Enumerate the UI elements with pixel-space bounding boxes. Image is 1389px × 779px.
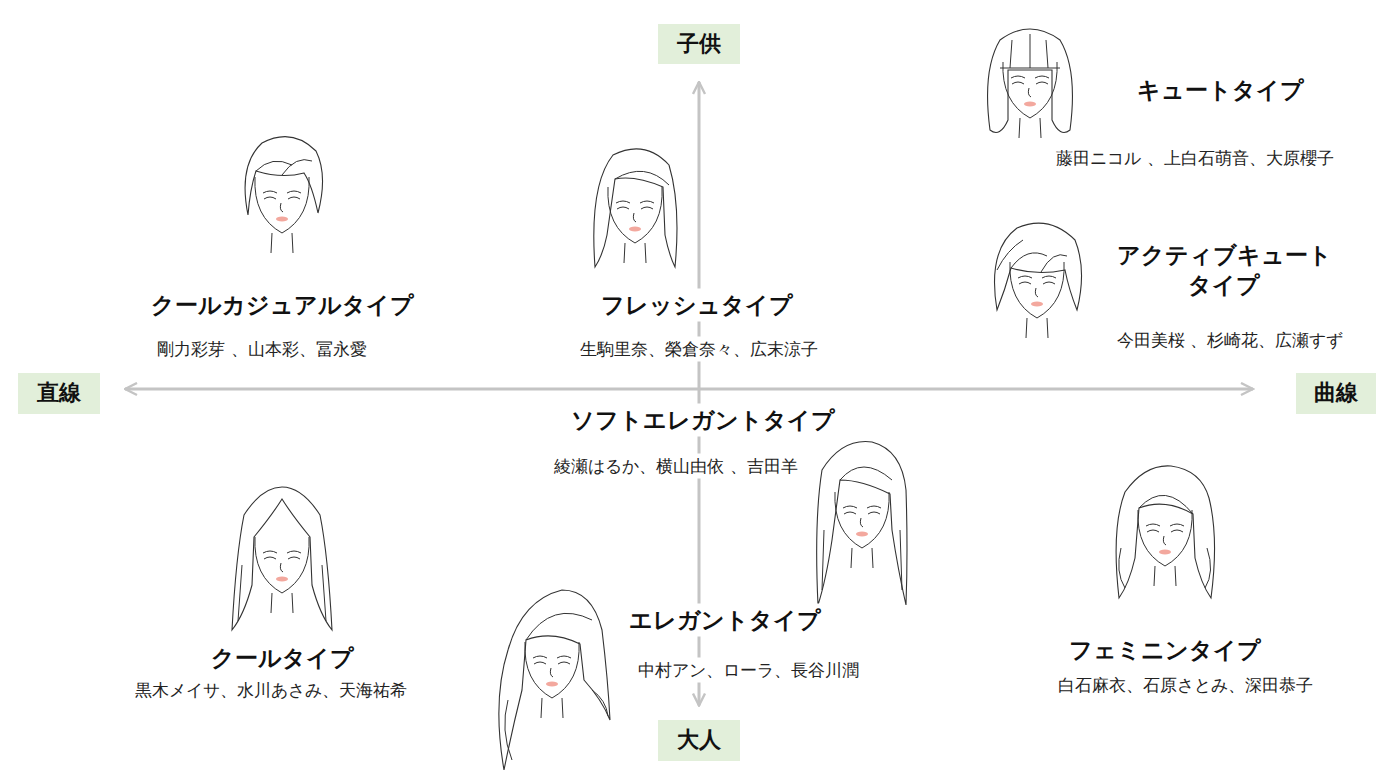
cool-face bbox=[232, 487, 332, 630]
axis-label-box: 直線 bbox=[18, 373, 100, 414]
member-names: 今田美桜 、杉崎花、広瀬すず bbox=[1114, 328, 1346, 353]
member-names: 中村アン、ローラ、長谷川潤 bbox=[635, 658, 862, 683]
type-title: クールタイプ bbox=[208, 642, 357, 675]
cool-casual-face bbox=[245, 137, 322, 253]
axis-label: 大人 bbox=[677, 725, 721, 755]
type-title: キュートタイプ bbox=[1134, 74, 1307, 107]
active-cute-face bbox=[995, 223, 1082, 338]
axis-label: 直線 bbox=[37, 378, 81, 408]
axis-label-box: 大人 bbox=[658, 720, 740, 761]
axis-label: 曲線 bbox=[1314, 378, 1358, 408]
axis-label-box: 曲線 bbox=[1296, 373, 1376, 414]
cute-face bbox=[988, 29, 1073, 138]
feminine-face bbox=[1116, 466, 1214, 598]
member-names: 生駒里奈、榮倉奈々、広末涼子 bbox=[577, 337, 821, 362]
type-title: クールカジュアルタイプ bbox=[148, 289, 417, 322]
type-title: エレガントタイプ bbox=[626, 604, 824, 637]
axis-arrow bbox=[125, 388, 1253, 391]
member-names: 黒木メイサ、水川あさみ、天海祐希 bbox=[132, 678, 410, 703]
axis-label: 子供 bbox=[677, 29, 721, 59]
type-title: フレッシュタイプ bbox=[598, 289, 796, 322]
member-names: 白石麻衣、石原さとみ、深田恭子 bbox=[1055, 673, 1316, 698]
elegant-face bbox=[499, 590, 610, 770]
member-names: 綾瀬はるか、横山由依 、吉田羊 bbox=[551, 454, 800, 479]
axis-label-box: 子供 bbox=[658, 24, 740, 64]
type-title: ソフトエレガントタイプ bbox=[568, 404, 838, 437]
type-title: アクティブキュート タイプ bbox=[1104, 240, 1345, 302]
fresh-face bbox=[594, 149, 677, 267]
member-names: 藤田ニコル 、上白石萌音、大原櫻子 bbox=[1053, 146, 1336, 171]
member-names: 剛力彩芽 、山本彩、冨永愛 bbox=[154, 337, 369, 362]
type-title: フェミニンタイプ bbox=[1066, 634, 1264, 667]
soft-elegant-face bbox=[817, 442, 907, 605]
